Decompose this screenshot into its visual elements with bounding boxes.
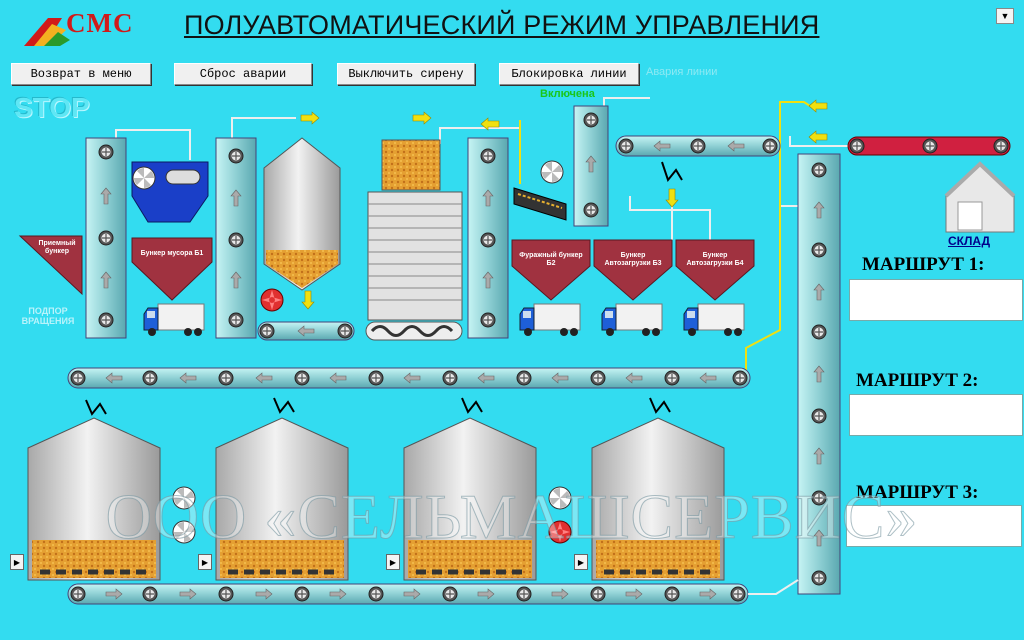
grain-dryer	[365, 139, 463, 341]
logo-text: CMC	[66, 8, 134, 38]
trash-bunker-b1	[131, 237, 213, 301]
siren-off-button[interactable]: Выключить сирену	[337, 63, 475, 85]
receiving-bunker-label: Приемный бункер	[38, 240, 76, 255]
feed-bunker-b2	[511, 239, 591, 301]
separator-machine	[131, 161, 209, 223]
warehouse-label: СКЛАД	[948, 234, 991, 248]
elevator-2	[215, 137, 257, 339]
yellow-lines	[519, 101, 811, 372]
route-2-field[interactable]	[849, 394, 1023, 436]
tank-conveyor	[257, 321, 355, 341]
watermark: ООО «СЕЛЬМАШСЕРВИС»	[105, 481, 919, 553]
play-icon[interactable]: ▶	[198, 554, 212, 570]
logo-mark-icon	[24, 18, 70, 46]
auto-bunker-3-label: Бункер Автозагрузки Б3	[604, 252, 662, 267]
upper-conveyor	[615, 135, 781, 157]
pipes	[115, 97, 850, 240]
gate-valve	[661, 161, 683, 183]
elevator-3	[467, 137, 509, 339]
block-status-text: Включена	[540, 88, 595, 100]
silo-gates	[85, 397, 671, 416]
receiving-bunker	[18, 235, 83, 296]
auto-bunker-b4	[675, 239, 755, 301]
feed-bunker-label: Фуражный бункер Б2	[519, 252, 583, 267]
line-alarm-indicator: Авария линии	[646, 66, 718, 78]
block-line-button[interactable]: Блокировка линии	[499, 63, 639, 85]
silo-4	[591, 417, 725, 581]
route-3-label: МАРШРУТ 3:	[856, 482, 979, 503]
route-2-label: МАРШРУТ 2:	[856, 370, 979, 391]
main-elevator	[797, 153, 841, 595]
stop-indicator: STOP	[14, 92, 90, 123]
reset-alarm-button[interactable]: Сброс аварии	[174, 63, 312, 85]
route-1-label: МАРШРУТ 1:	[862, 254, 985, 275]
page-title: ПОЛУАВТОМАТИЧЕСКИЙ РЕЖИМ УПРАВЛЕНИЯ	[184, 10, 820, 40]
buffer-tank	[263, 137, 341, 291]
rotation-support-label: ПОДПОР ВРАЩЕНИЯ	[21, 306, 75, 326]
route-1-field[interactable]	[849, 279, 1023, 321]
play-icon[interactable]: ▶	[574, 554, 588, 570]
silo-3	[403, 417, 537, 581]
auto-bunker-b3	[593, 239, 673, 301]
silo-1	[27, 417, 161, 581]
elevator-1	[85, 137, 127, 339]
trash-bunker-label: Бункер мусора Б1	[140, 250, 204, 257]
top-long-conveyor	[67, 367, 751, 389]
warehouse-building	[944, 161, 1016, 233]
warehouse-conveyor	[847, 136, 1011, 156]
silo-2	[215, 417, 349, 581]
route-3-field[interactable]	[846, 505, 1022, 547]
play-icon[interactable]: ▶	[10, 554, 24, 570]
bottom-conveyor	[67, 583, 749, 605]
return-menu-button[interactable]: Возврат в меню	[11, 63, 151, 85]
elevator-4	[573, 105, 609, 227]
play-icon[interactable]: ▶	[386, 554, 400, 570]
screen-separator	[513, 160, 567, 221]
dropdown-icon[interactable]: ▼	[996, 8, 1014, 24]
auto-bunker-4-label: Бункер Автозагрузки Б4	[686, 252, 744, 267]
